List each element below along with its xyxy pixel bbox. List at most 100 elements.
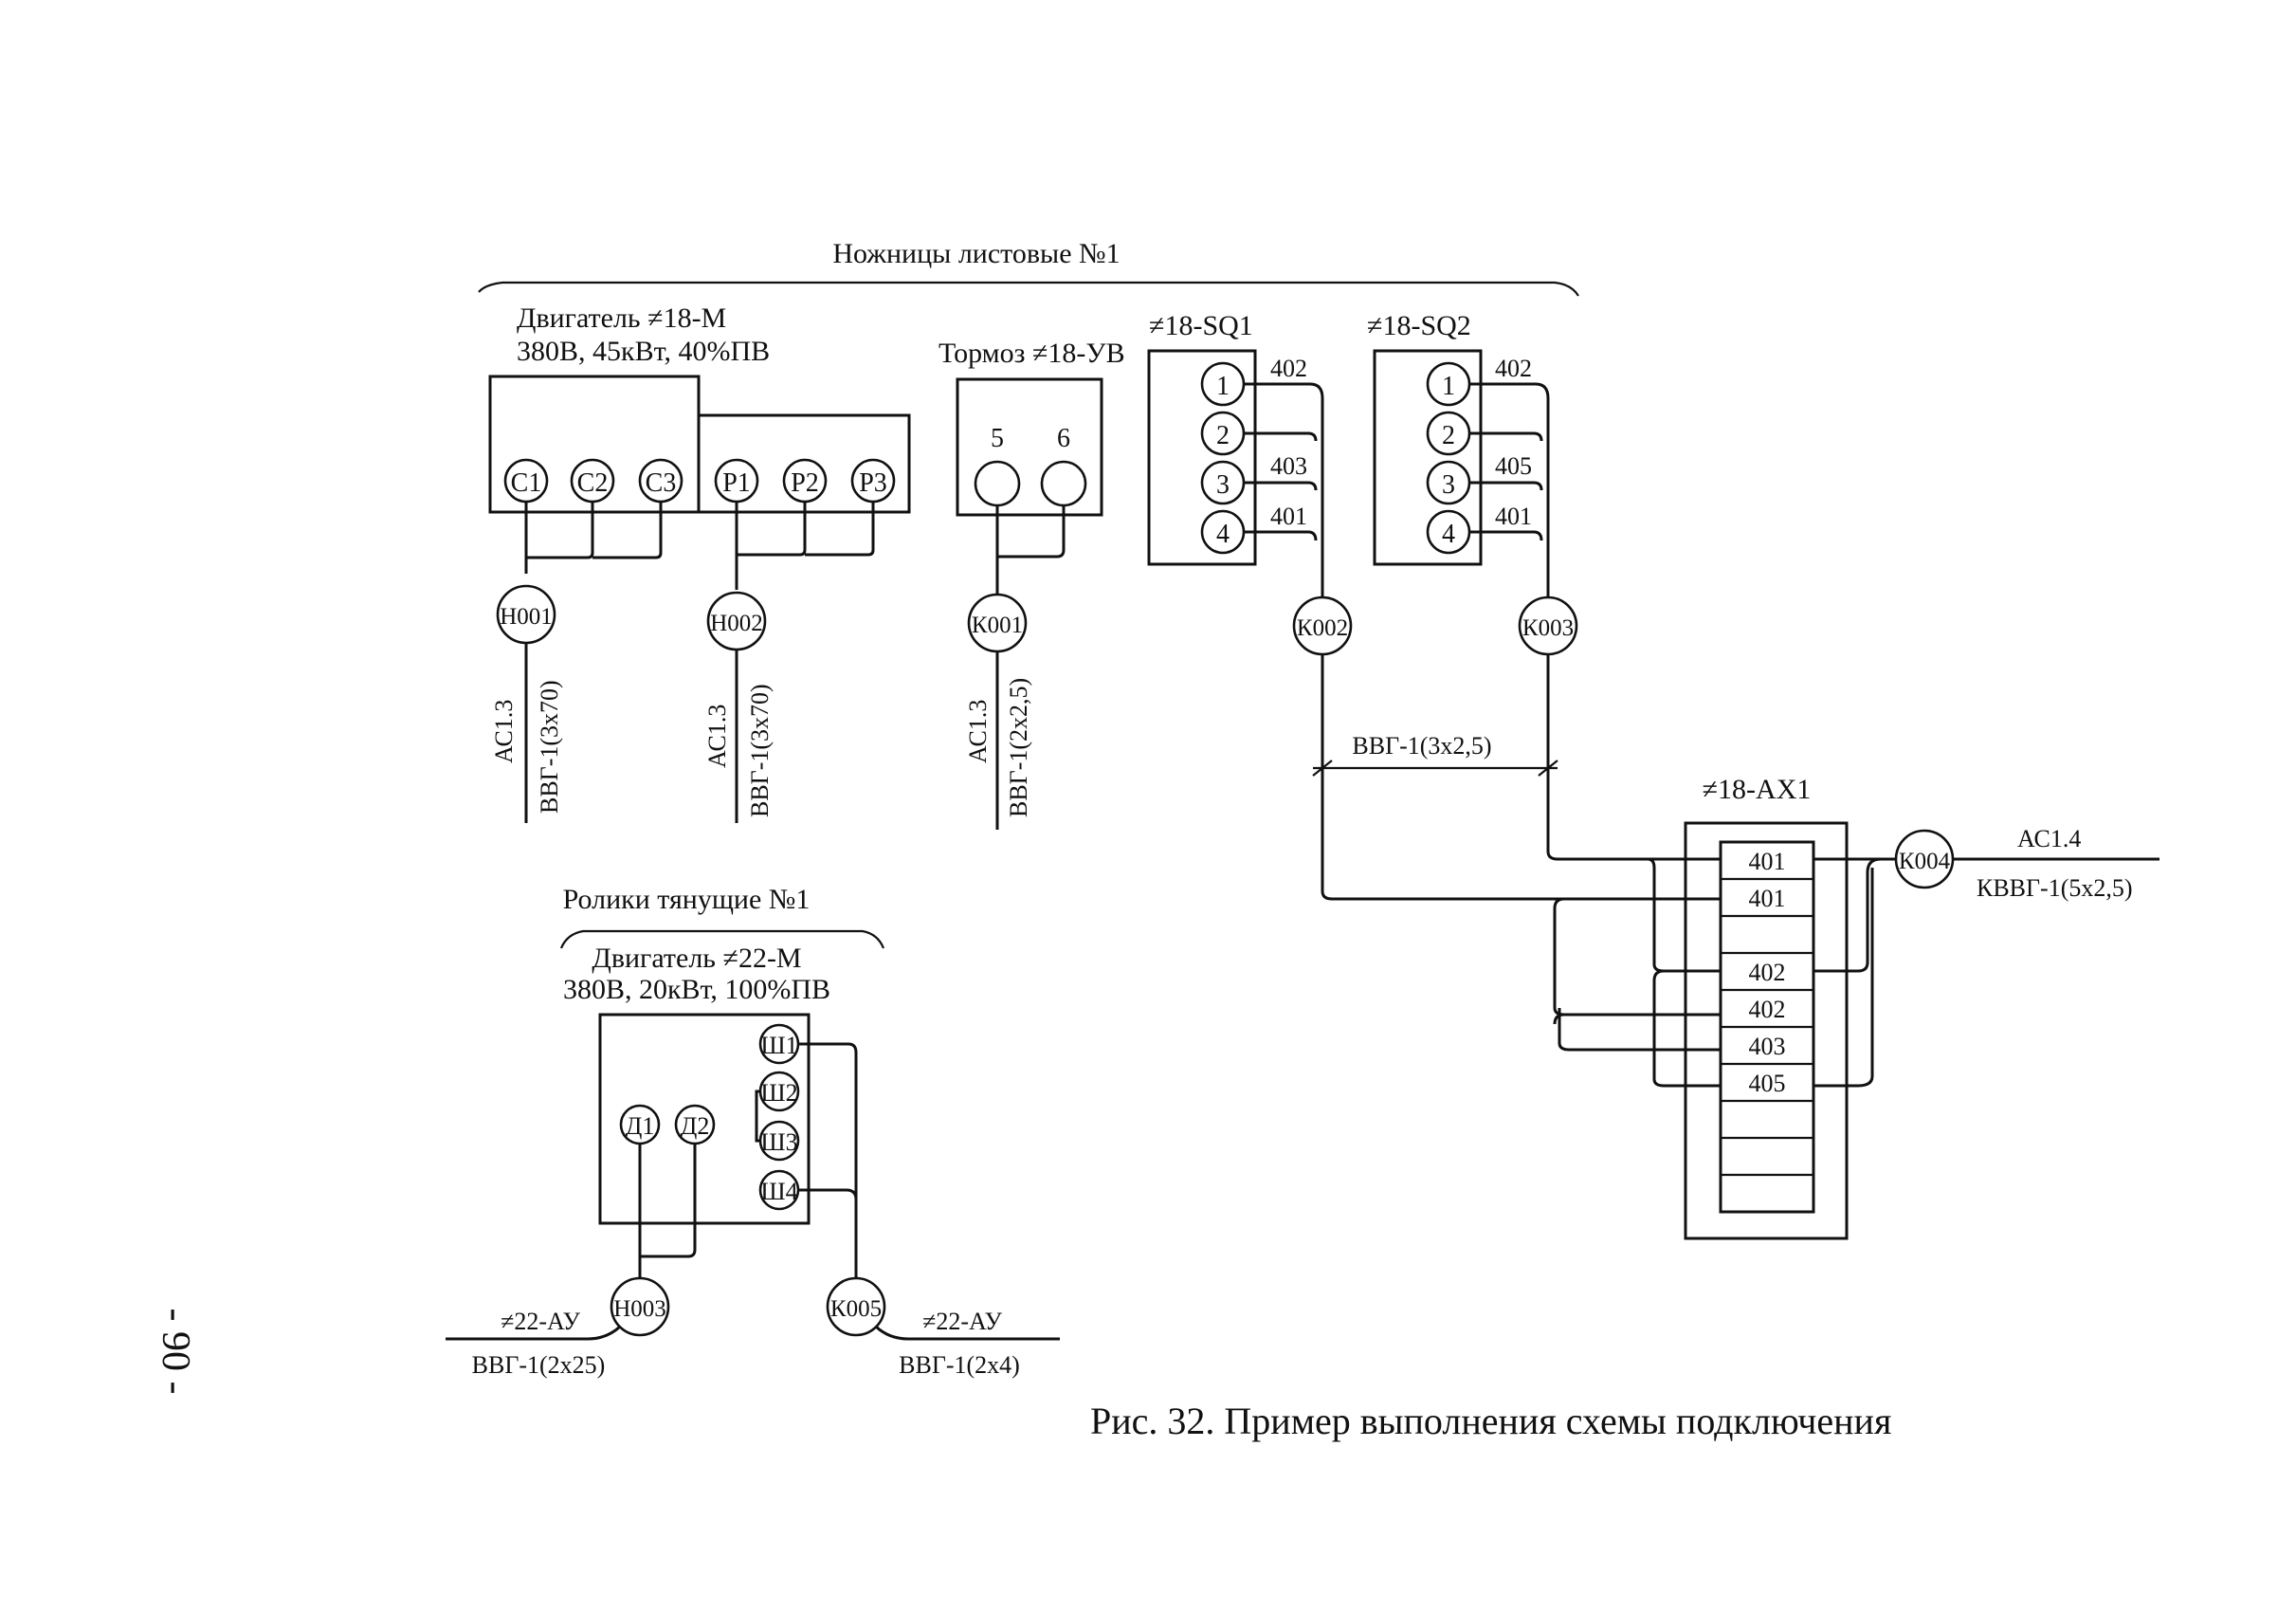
cable-k003-line [1546, 654, 1648, 861]
brake-terminal-6 [1040, 460, 1087, 507]
svg-text:С1: С1 [511, 468, 542, 498]
terminal-box-input-wires [1553, 857, 1721, 1088]
cable-k001-type: ВВГ-1(2х2,5) [1005, 678, 1032, 817]
k002-k003-cable-type: ВВГ-1(3х2,5) [1352, 732, 1491, 760]
svg-text:Д1: Д1 [626, 1112, 655, 1140]
brake-terminal-5 [974, 460, 1021, 507]
svg-text:2: 2 [1216, 421, 1230, 450]
sq2-name: ≠18-SQ2 [1367, 310, 1471, 341]
terminal-c3: С3 [638, 458, 683, 504]
terminal-row-5: 402 [1749, 996, 1786, 1023]
cable-k001-dest: АС1.3 [964, 700, 992, 763]
sq2-wire-402: 402 [1495, 355, 1532, 382]
sq2-terminal-4: 4 [1426, 509, 1471, 555]
sq1-wire-401: 401 [1270, 503, 1307, 530]
sq1-terminal-4: 4 [1200, 509, 1246, 555]
sq2-terminal-3: 3 [1426, 460, 1471, 505]
sq1-terminal-2: 2 [1200, 411, 1246, 456]
cable-k002-line [1321, 654, 1648, 901]
cable-h002-dest: АС1.3 [703, 705, 731, 768]
group2-title: Ролики тянущие №1 [563, 884, 811, 915]
motor22-name: Двигатель ≠22-М [592, 943, 801, 974]
svg-text:3: 3 [1442, 470, 1455, 500]
cable-h001-id: Н001 [500, 604, 553, 630]
terminal-d1: Д1 [619, 1104, 661, 1145]
wire-c-bundle [524, 502, 663, 574]
svg-text:4: 4 [1216, 520, 1230, 549]
terminal-row-4: 402 [1749, 959, 1786, 986]
terminal-p2: Р2 [782, 458, 828, 504]
figure-caption: Рис. 32. Пример выполнения схемы подключ… [1090, 1400, 1891, 1442]
cable-h002-id: Н002 [710, 611, 763, 636]
group1-title: Ножницы листовые №1 [832, 238, 1120, 269]
cable-marker-h003 [610, 1276, 670, 1337]
sh2-sh3-jumper [755, 1090, 760, 1143]
cable-k005-id: К005 [830, 1296, 882, 1322]
terminal-box-name: ≠18-АХ1 [1703, 774, 1812, 805]
sq2-terminal-2: 2 [1426, 411, 1471, 456]
terminal-box-output-wires [1813, 857, 1896, 1088]
svg-text:Р2: Р2 [791, 468, 819, 498]
brake-terminal-5-label: 5 [991, 424, 1004, 453]
terminal-c2: С2 [570, 458, 615, 504]
cable-k005-type: ВВГ-1(2х4) [899, 1351, 1020, 1379]
svg-text:Ш4: Ш4 [760, 1178, 797, 1205]
cable-k005-line [874, 1325, 1060, 1341]
sq2-wires [1469, 382, 1550, 597]
sq1-wire-402: 402 [1270, 355, 1307, 382]
svg-text:2: 2 [1442, 421, 1455, 450]
cable-h002-type: ВВГ-1(3х70) [746, 684, 774, 817]
cable-k004-id: К004 [1899, 849, 1951, 874]
brake-name: Тормоз ≠18-УВ [938, 338, 1125, 369]
svg-text:Р3: Р3 [859, 468, 887, 498]
svg-text:Р1: Р1 [722, 468, 751, 498]
brake-terminal-6-label: 6 [1057, 424, 1070, 453]
k002-k003-dimension [1312, 760, 1558, 777]
svg-text:4: 4 [1442, 520, 1455, 549]
terminal-box-rows [1721, 877, 1813, 1177]
wire-brake [995, 505, 1066, 595]
terminal-sh3: Ш3 [758, 1120, 800, 1162]
cable-h003-dest: ≠22-АУ [501, 1308, 580, 1335]
terminal-sh1: Ш1 [758, 1023, 800, 1065]
svg-text:Д2: Д2 [681, 1112, 710, 1140]
cable-k004-type: КВВГ-1(5х2,5) [1977, 874, 2133, 902]
sq1-name: ≠18-SQ1 [1149, 310, 1253, 341]
svg-text:Ш3: Ш3 [760, 1128, 797, 1156]
wire-d [638, 1144, 697, 1278]
svg-text:Ш2: Ш2 [760, 1079, 797, 1107]
terminal-p3: Р3 [850, 458, 896, 504]
sq2-terminal-1: 1 [1426, 361, 1471, 407]
terminal-row-1: 401 [1749, 848, 1786, 875]
terminal-c1: С1 [503, 458, 549, 504]
page-number: - 90 - [154, 1309, 197, 1395]
terminal-sh4: Ш4 [758, 1169, 800, 1211]
terminal-row-6: 403 [1749, 1033, 1786, 1060]
sq1-terminal-1: 1 [1200, 361, 1246, 407]
motor22-spec: 380В, 20кВт, 100%ПВ [563, 974, 830, 1005]
sq1-wires [1244, 382, 1324, 597]
cable-h001-type: ВВГ-1(3х70) [536, 680, 563, 814]
terminal-p1: Р1 [714, 458, 759, 504]
cable-h003-id: Н003 [613, 1296, 666, 1322]
svg-text:Ш1: Ш1 [760, 1032, 797, 1059]
motor18-name: Двигатель ≠18-М [517, 302, 726, 334]
group2-brace [559, 929, 885, 949]
sq1-terminal-3: 3 [1200, 460, 1246, 505]
wire-p-bundle [735, 502, 875, 590]
cable-h001-dest: АС1.3 [490, 700, 518, 763]
svg-text:С3: С3 [646, 468, 677, 498]
terminal-row-2: 401 [1749, 885, 1786, 912]
cable-h003-line [446, 1325, 622, 1341]
cable-marker-k005 [826, 1276, 886, 1337]
wire-sh [798, 1042, 858, 1278]
terminal-sh2: Ш2 [758, 1071, 800, 1112]
cable-k003-id: К003 [1522, 615, 1574, 641]
terminal-d2: Д2 [674, 1104, 716, 1145]
sq1-wire-403: 403 [1270, 452, 1307, 480]
svg-text:1: 1 [1442, 372, 1455, 401]
group1-brace [478, 281, 1579, 297]
cable-h003-type: ВВГ-1(2х25) [472, 1351, 606, 1379]
cable-k004-dest: АС1.4 [2017, 825, 2081, 852]
